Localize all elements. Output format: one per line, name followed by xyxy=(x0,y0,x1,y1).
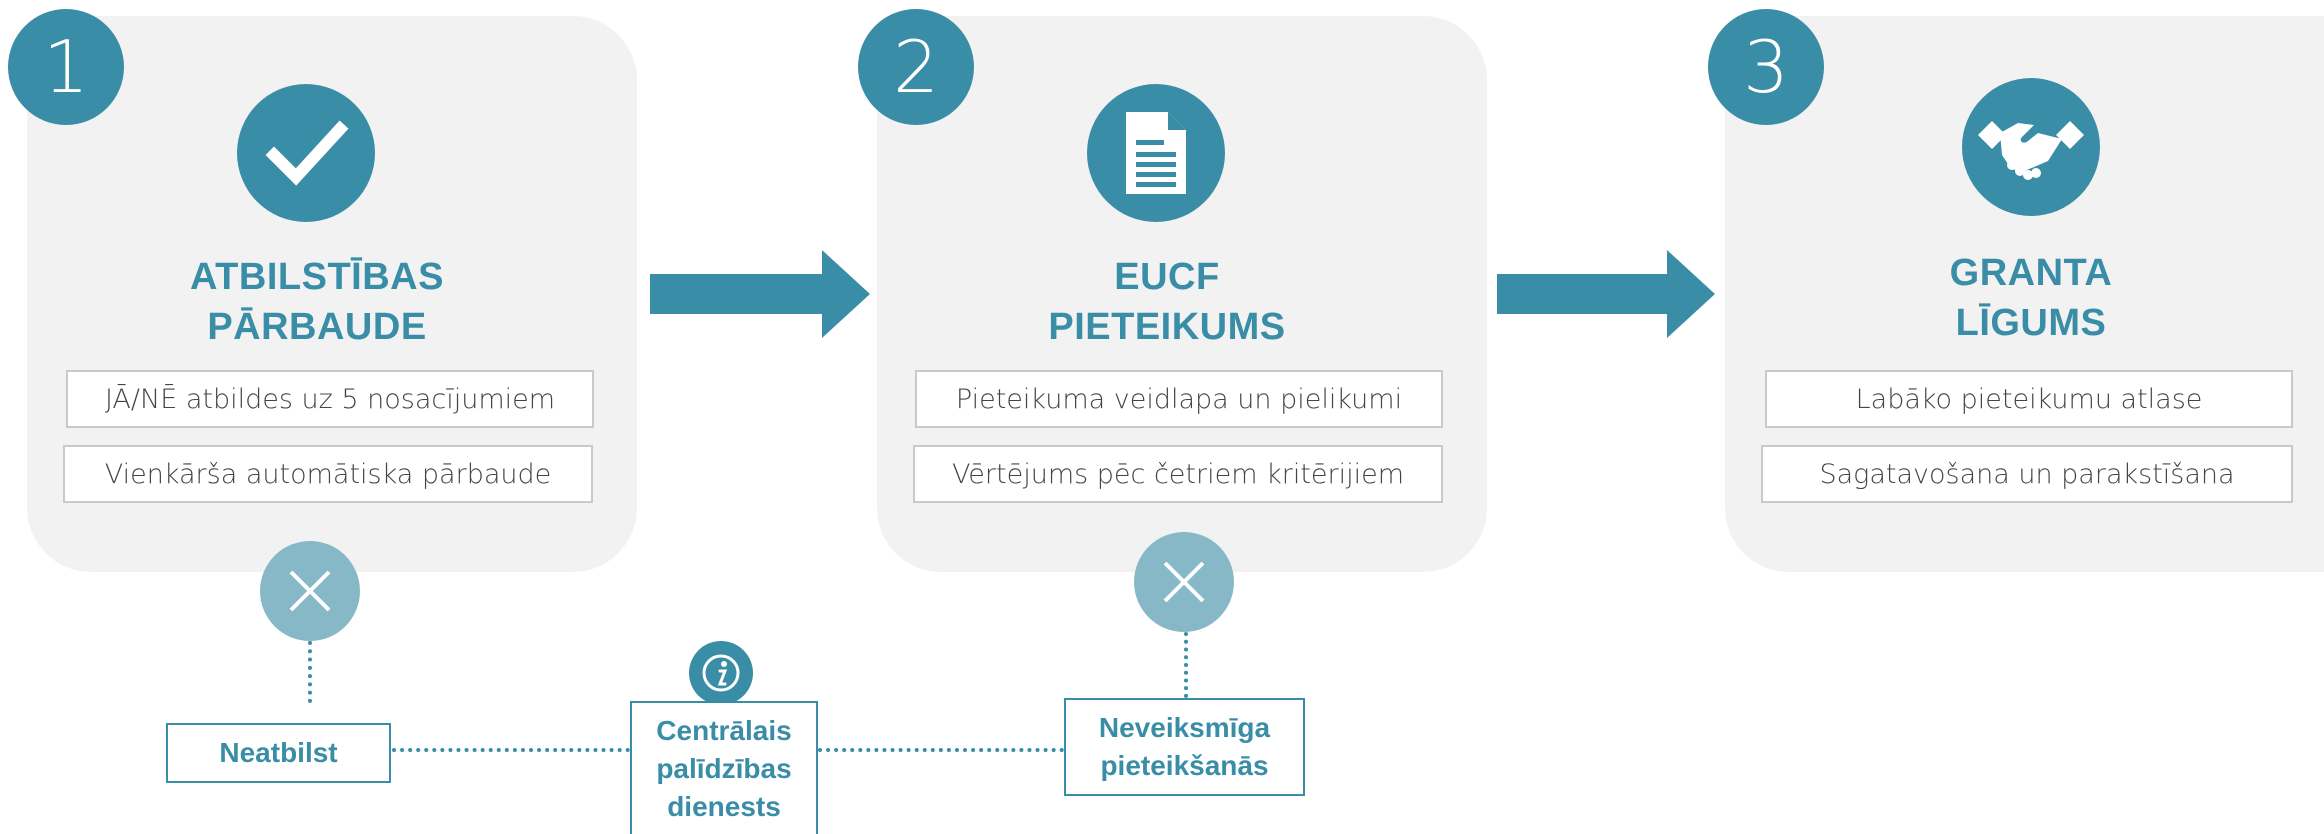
step-3-title: GRANTA LĪGUMS xyxy=(1949,252,2113,344)
connector-line xyxy=(392,748,630,752)
step-1-title: ATBILSTĪBAS PĀRBAUDE xyxy=(190,256,444,348)
not-eligible-box: Neatbilst xyxy=(166,723,391,783)
step-1-item-2: Vienkārša automātiska pārbaude xyxy=(63,445,593,503)
connector-line xyxy=(308,641,312,703)
step-3-item-2: Sagatavošana un parakstīšana xyxy=(1761,445,2293,503)
info-icon xyxy=(689,641,753,705)
step-3-number: 3 xyxy=(1708,9,1824,125)
arrow-right-icon xyxy=(1497,250,1715,338)
step-2-number: 2 xyxy=(858,9,974,125)
step-3-item-1: Labāko pieteikumu atlase xyxy=(1765,370,2293,428)
document-icon xyxy=(1087,84,1225,222)
connector-line xyxy=(1184,632,1188,698)
step-2-item-1: Pieteikuma veidlapa un pielikumi xyxy=(915,370,1443,428)
step-2-title: EUCF PIETEIKUMS xyxy=(1048,256,1286,348)
step-2-card: EUCF PIETEIKUMS Pieteikuma veidlapa un p… xyxy=(877,16,1487,572)
step-3-card: GRANTA LĪGUMS Labāko pieteikumu atlase S… xyxy=(1725,16,2324,572)
arrow-right-icon xyxy=(650,250,870,338)
checkmark-icon xyxy=(237,84,375,222)
close-icon xyxy=(260,541,360,641)
close-icon xyxy=(1134,532,1234,632)
unsuccessful-box: Neveiksmīga pieteikšanās xyxy=(1064,698,1305,796)
step-1-card: ATBILSTĪBAS PĀRBAUDE JĀ/NĒ atbildes uz 5… xyxy=(27,16,637,572)
step-1-item-1: JĀ/NĒ atbildes uz 5 nosacījumiem xyxy=(66,370,594,428)
step-2-item-2: Vērtējums pēc četriem kritērijiem xyxy=(913,445,1443,503)
helpdesk-box: Centrālais palīdzības dienests xyxy=(630,701,818,834)
handshake-icon xyxy=(1962,78,2100,216)
connector-line xyxy=(818,748,1064,752)
step-1-number: 1 xyxy=(8,9,124,125)
